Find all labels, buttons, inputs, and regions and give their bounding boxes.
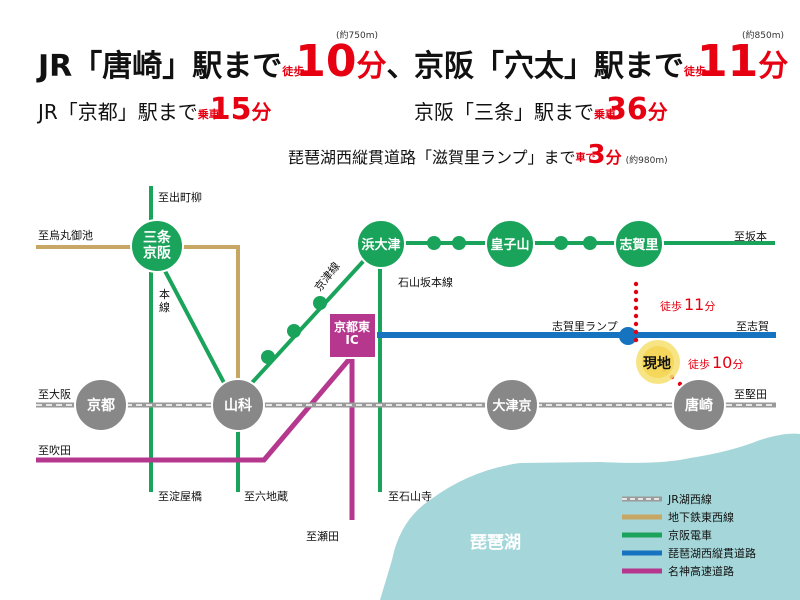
legend-label: 名神高速道路 xyxy=(668,564,734,578)
walk-unit: 分 xyxy=(704,300,715,313)
shigasato-ramp-prefix: 琵琶湖西縦貫道路「滋賀里ランプ」まで xyxy=(288,148,576,167)
keihan-sanjo-prefix: 京阪「三条」駅まで xyxy=(414,100,594,124)
station-label: 三条京阪 xyxy=(143,229,172,261)
station-yamashina: 山科 xyxy=(211,378,265,432)
station-label: 浜大津 xyxy=(361,237,400,253)
station-label: 京都 xyxy=(87,397,115,414)
walk-num: 11 xyxy=(684,295,704,314)
station-label: 山科 xyxy=(224,397,252,414)
ride-minutes-sanjo: 36 xyxy=(606,92,648,127)
walk-minutes-karasaki: 10 xyxy=(295,36,357,87)
label-to-seta: 至瀬田 xyxy=(306,529,339,543)
car-minutes-ramp: 3 xyxy=(587,140,606,170)
station-kyoto: 京都 xyxy=(74,378,128,432)
keihan-sanjo-yamashina-link xyxy=(153,251,234,399)
minutes-unit: 分 xyxy=(758,49,789,84)
ride-mode-badge: 乗車 xyxy=(594,108,616,121)
label-to-osaka: 至大阪 xyxy=(38,387,71,401)
walk-mode-badge: 徒歩 xyxy=(684,65,706,78)
station-label: 皇子山 xyxy=(490,237,529,253)
distance-ramp: (約980m) xyxy=(625,156,668,166)
distance-karasaki: (約750m) xyxy=(336,31,378,41)
ride-mode-badge: 乗車 xyxy=(197,108,220,121)
walk-minutes-ano: 11 xyxy=(697,36,759,87)
jr-kyoto-prefix: JR「京都」駅まで xyxy=(38,100,198,124)
label-to-shiga: 至志賀 xyxy=(736,320,769,333)
station-shigasato: 志賀里 xyxy=(614,219,664,269)
walk-num: 10 xyxy=(712,353,732,372)
station-sanjo: 三条京阪 xyxy=(130,219,184,273)
minutes-unit: 分 xyxy=(647,100,668,124)
keihan-keishin-line xyxy=(236,241,382,400)
minutes-unit: 分 xyxy=(251,100,272,124)
station-label: 大津京 xyxy=(492,398,531,414)
label-to-demachiyanagi: 至出町柳 xyxy=(158,190,202,204)
jr-karasaki-prefix: JR「唐崎」駅まで xyxy=(38,49,283,84)
meishin-expressway-suita xyxy=(36,354,354,463)
distance-ano: (約850m) xyxy=(742,31,784,41)
walk-mode-badge: 徒歩 xyxy=(282,65,305,78)
car-mode-badge: 車で xyxy=(575,152,596,164)
label-to-rokujizo: 至六地蔵 xyxy=(244,490,288,503)
label-hon-sen: 本線 xyxy=(159,287,170,314)
separator: 、 xyxy=(386,49,417,84)
label-to-ishiyamadera: 至石山寺 xyxy=(388,490,432,503)
header-line-2a: JR「京都」駅まで乗車15分 xyxy=(38,92,272,127)
minutes-unit: 分 xyxy=(356,49,387,84)
station-hamaotsu: 浜大津 xyxy=(356,219,406,269)
walk-word: 徒歩 xyxy=(688,357,710,371)
label-to-sakamoto: 至坂本 xyxy=(734,229,767,243)
legend-label: JR湖西線 xyxy=(667,492,712,506)
label-to-katata: 至堅田 xyxy=(734,388,767,401)
label-to-suita: 至吹田 xyxy=(38,444,71,457)
station-oujiyama: 皇子山 xyxy=(485,219,535,269)
keihan-stop-dots xyxy=(261,236,597,364)
header-line-1b: 京阪「穴太」駅まで徒歩11分 xyxy=(414,36,788,87)
station-karasaki: 唐崎 xyxy=(672,378,726,432)
label-to-karasuma-oike: 至烏丸御池 xyxy=(38,228,93,242)
ride-minutes-kyoto: 15 xyxy=(209,92,252,127)
legend-label: 地下鉄東西線 xyxy=(668,510,734,524)
station-label: 唐崎 xyxy=(685,397,713,414)
current-location-label: 現地 xyxy=(643,355,671,372)
label-ishiyama-sakamoto-sen: 石山坂本線 xyxy=(398,275,453,289)
keihan-ano-prefix: 京阪「穴太」駅まで xyxy=(414,49,684,84)
station-label: 志賀里 xyxy=(619,237,658,253)
subway-tozai-line xyxy=(36,245,240,398)
label-shigasato-ramp: 志賀里ランプ xyxy=(552,320,618,333)
station-otsukyo: 大津京 xyxy=(485,378,539,432)
label-to-yodoyabashi: 至淀屋橋 xyxy=(158,489,202,503)
header-line-1a: JR「唐崎」駅まで徒歩10分、 xyxy=(38,36,417,87)
legend-label: 琵琶湖西縦貫道路 xyxy=(668,546,756,560)
shigasato-ramp-marker xyxy=(619,327,637,345)
lake-label: 琵琶湖 xyxy=(470,533,521,553)
header-line-2b: 京阪「三条」駅まで乗車36分 xyxy=(414,92,668,127)
header-line-3: 琵琶湖西縦貫道路「滋賀里ランプ」まで車で3分(約980m) xyxy=(288,140,668,170)
minutes-unit: 分 xyxy=(605,148,622,167)
walk-word: 徒歩 xyxy=(660,299,682,313)
walk-unit: 分 xyxy=(732,358,743,371)
legend-label: 京阪電車 xyxy=(668,528,712,542)
lake-biwa xyxy=(380,433,800,600)
